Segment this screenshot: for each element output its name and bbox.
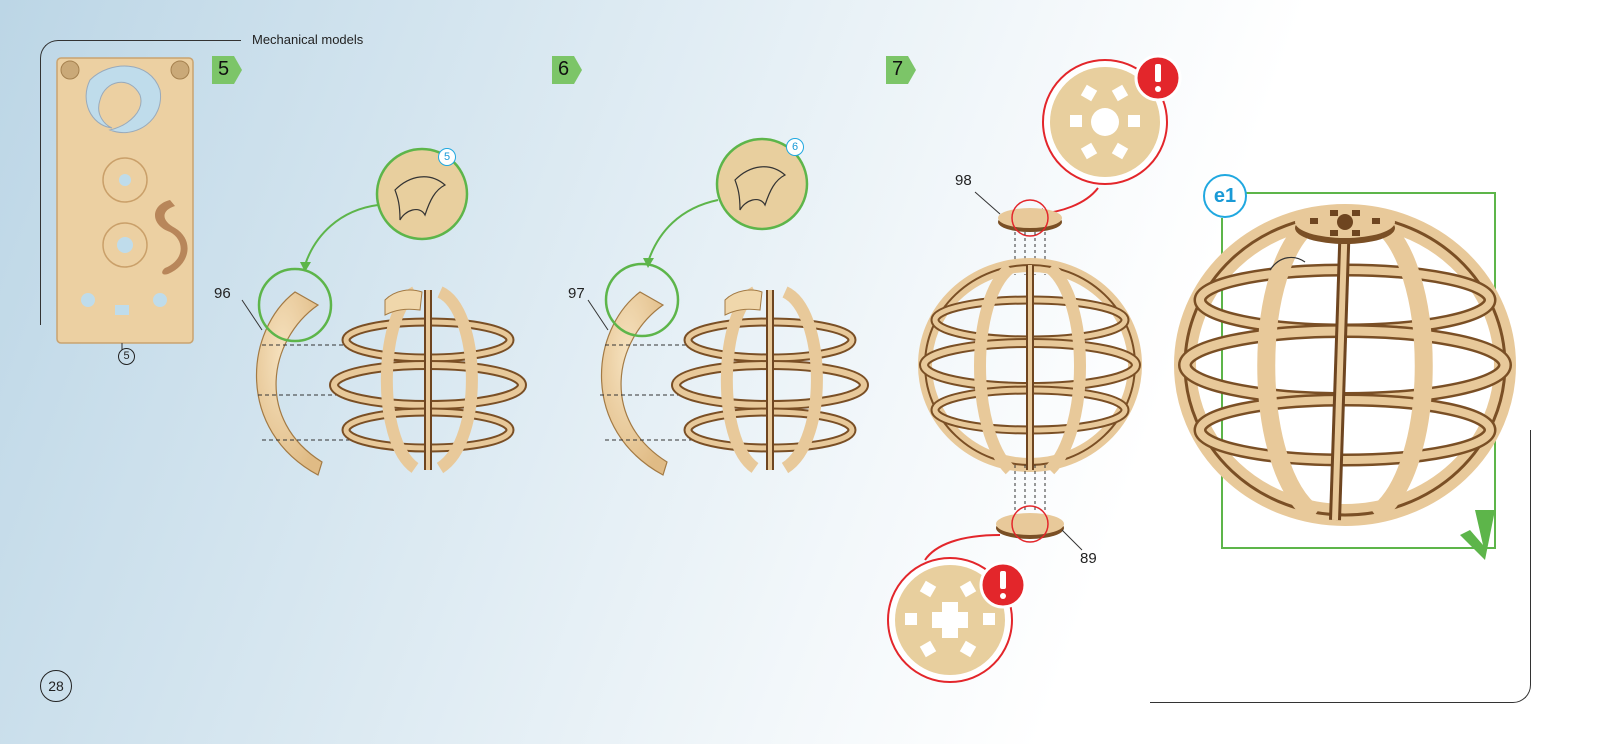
page-number: 28	[40, 670, 72, 702]
part-label-98: 98	[955, 172, 972, 189]
detail-badge-5: 5	[438, 148, 456, 166]
sheet-label: 5	[118, 348, 135, 365]
step-6-assembly	[588, 139, 864, 475]
part-label-89: 89	[1080, 550, 1097, 567]
step-7-assembly	[888, 56, 1180, 682]
plywood-sheet	[57, 58, 193, 350]
part-label-97: 97	[568, 285, 585, 302]
step-6-badge: 6	[552, 56, 584, 82]
step-5-badge: 5	[212, 56, 244, 82]
detail-badge-6: 6	[786, 138, 804, 156]
result-e1	[1185, 193, 1505, 560]
step-7-badge: 7	[886, 56, 918, 82]
result-label-e1: e1	[1203, 174, 1247, 218]
step-5-assembly	[242, 149, 522, 475]
part-label-96: 96	[214, 285, 231, 302]
